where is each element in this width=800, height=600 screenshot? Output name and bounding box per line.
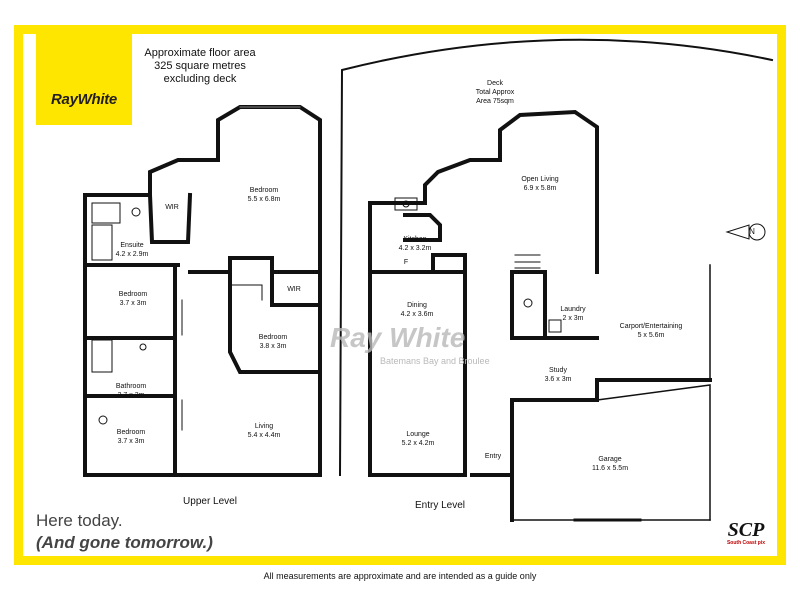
room-size: 5.5 x 6.8m xyxy=(247,196,281,203)
area-note-line: Approximate floor area xyxy=(144,47,256,59)
room-size: 4.2 x 3.2m xyxy=(398,245,432,252)
deck-note-line: Area 75sqm xyxy=(476,98,514,105)
room-name: WIR xyxy=(287,286,301,293)
room-name: Open Living xyxy=(521,176,559,183)
room-label: Garage 11.6 x 5.5m xyxy=(592,455,628,473)
room-label: Carport/Entertaining 5 x 5.6m xyxy=(620,322,683,340)
room-label: Bedroom 5.5 x 6.8m xyxy=(248,186,281,204)
watermark-subtitle: Batemans Bay and Broulee xyxy=(380,356,490,366)
room-name: Lounge xyxy=(406,431,430,438)
room-name: Carport/Entertaining xyxy=(619,323,683,330)
room-size: 2 x 3m xyxy=(562,315,584,322)
raywhite-logo: RayWhite xyxy=(36,33,132,125)
tagline-line: Here today. xyxy=(36,511,123,530)
room-size: 4.2 x 2.9m xyxy=(115,251,149,258)
photographer-mark: SCP xyxy=(727,519,765,541)
photographer-logo: SCP South Coast pix xyxy=(718,520,774,546)
room-size: 5.2 x 4.2m xyxy=(401,440,435,447)
room-label: Bedroom 3.7 x 3m xyxy=(119,290,147,308)
room-label: Dining 4.2 x 3.6m xyxy=(401,301,434,319)
room-size: 3.8 x 3m xyxy=(259,343,287,350)
floor-area-note: Approximate floor area 325 square metres… xyxy=(120,47,280,86)
room-label: Living 5.4 x 4.4m xyxy=(248,422,281,440)
room-size: 3.7 x 3m xyxy=(119,300,147,307)
room-label: Laundry 2 x 3m xyxy=(560,305,585,323)
entry-level-walls xyxy=(368,109,712,522)
disclaimer-footer: All measurements are approximate and are… xyxy=(263,571,537,581)
upper-level-walls xyxy=(83,105,322,477)
logo-text: RayWhite xyxy=(51,91,117,108)
entry-level-fixtures xyxy=(394,197,562,333)
room-label: Bedroom 3.8 x 3m xyxy=(259,333,287,351)
north-compass xyxy=(725,223,766,241)
room-name: Living xyxy=(254,423,274,430)
room-label: F xyxy=(404,258,408,267)
area-note-line: 325 square metres xyxy=(154,60,246,72)
area-note-line: excluding deck xyxy=(163,73,237,85)
room-name: Study xyxy=(549,367,567,374)
deck-note: Deck Total Approx Area 75sqm xyxy=(450,79,540,106)
room-name: Bedroom xyxy=(258,334,288,341)
upper-level-thin-walls xyxy=(91,106,301,431)
room-name: Laundry xyxy=(560,306,586,313)
room-size: 3.7 x 3m xyxy=(117,438,145,445)
room-name: Bathroom xyxy=(115,383,147,390)
tagline: Here today. (And gone tomorrow.) xyxy=(36,510,213,554)
room-label: Ensuite 4.2 x 2.9m xyxy=(116,241,149,259)
deck-note-line: Deck xyxy=(487,80,503,87)
carport-garage-lines xyxy=(511,264,711,522)
room-label: Bedroom 3.7 x 3m xyxy=(117,428,145,446)
room-name: Entry xyxy=(484,453,502,460)
room-label: WIR xyxy=(165,203,179,212)
room-name: Ensuite xyxy=(120,242,144,249)
room-name: F xyxy=(403,259,409,266)
room-size: 5.4 x 4.4m xyxy=(247,432,281,439)
room-label: Kitchen 4.2 x 3.2m xyxy=(399,235,432,253)
compass-north-label: N xyxy=(749,227,755,236)
room-label: Bathroom 2.7 x 3m xyxy=(116,382,146,400)
room-label: Open Living 6.9 x 5.8m xyxy=(521,175,558,193)
upper-level-caption: Upper Level xyxy=(183,496,237,507)
room-name: Bedroom xyxy=(116,429,146,436)
room-size: 4.2 x 3.6m xyxy=(400,311,434,318)
tagline-line-emphasis: (And gone tomorrow.) xyxy=(36,533,213,552)
room-name: Garage xyxy=(598,456,622,463)
room-label: Entry xyxy=(485,452,501,461)
room-size: 11.6 x 5.5m xyxy=(591,465,629,472)
deck-note-line: Total Approx xyxy=(475,89,515,96)
room-label: Study 3.6 x 3m xyxy=(545,366,572,384)
room-size: 2.7 x 3m xyxy=(117,392,145,399)
watermark: Ray White xyxy=(330,322,466,353)
room-size: 3.6 x 3m xyxy=(544,376,572,383)
room-label: WIR xyxy=(287,285,301,294)
entry-level-caption: Entry Level xyxy=(414,500,466,511)
room-name: WIR xyxy=(165,204,179,211)
room-name: Dining xyxy=(407,302,427,309)
room-name: Bedroom xyxy=(249,187,279,194)
deck-outline xyxy=(338,38,774,477)
room-size: 6.9 x 5.8m xyxy=(523,185,557,192)
room-size: 5 x 5.6m xyxy=(637,332,665,339)
photographer-subtitle: South Coast pix xyxy=(726,540,766,546)
room-name: Kitchen xyxy=(403,236,427,243)
room-label: Lounge 5.2 x 4.2m xyxy=(402,430,435,448)
room-name: Bedroom xyxy=(118,291,148,298)
